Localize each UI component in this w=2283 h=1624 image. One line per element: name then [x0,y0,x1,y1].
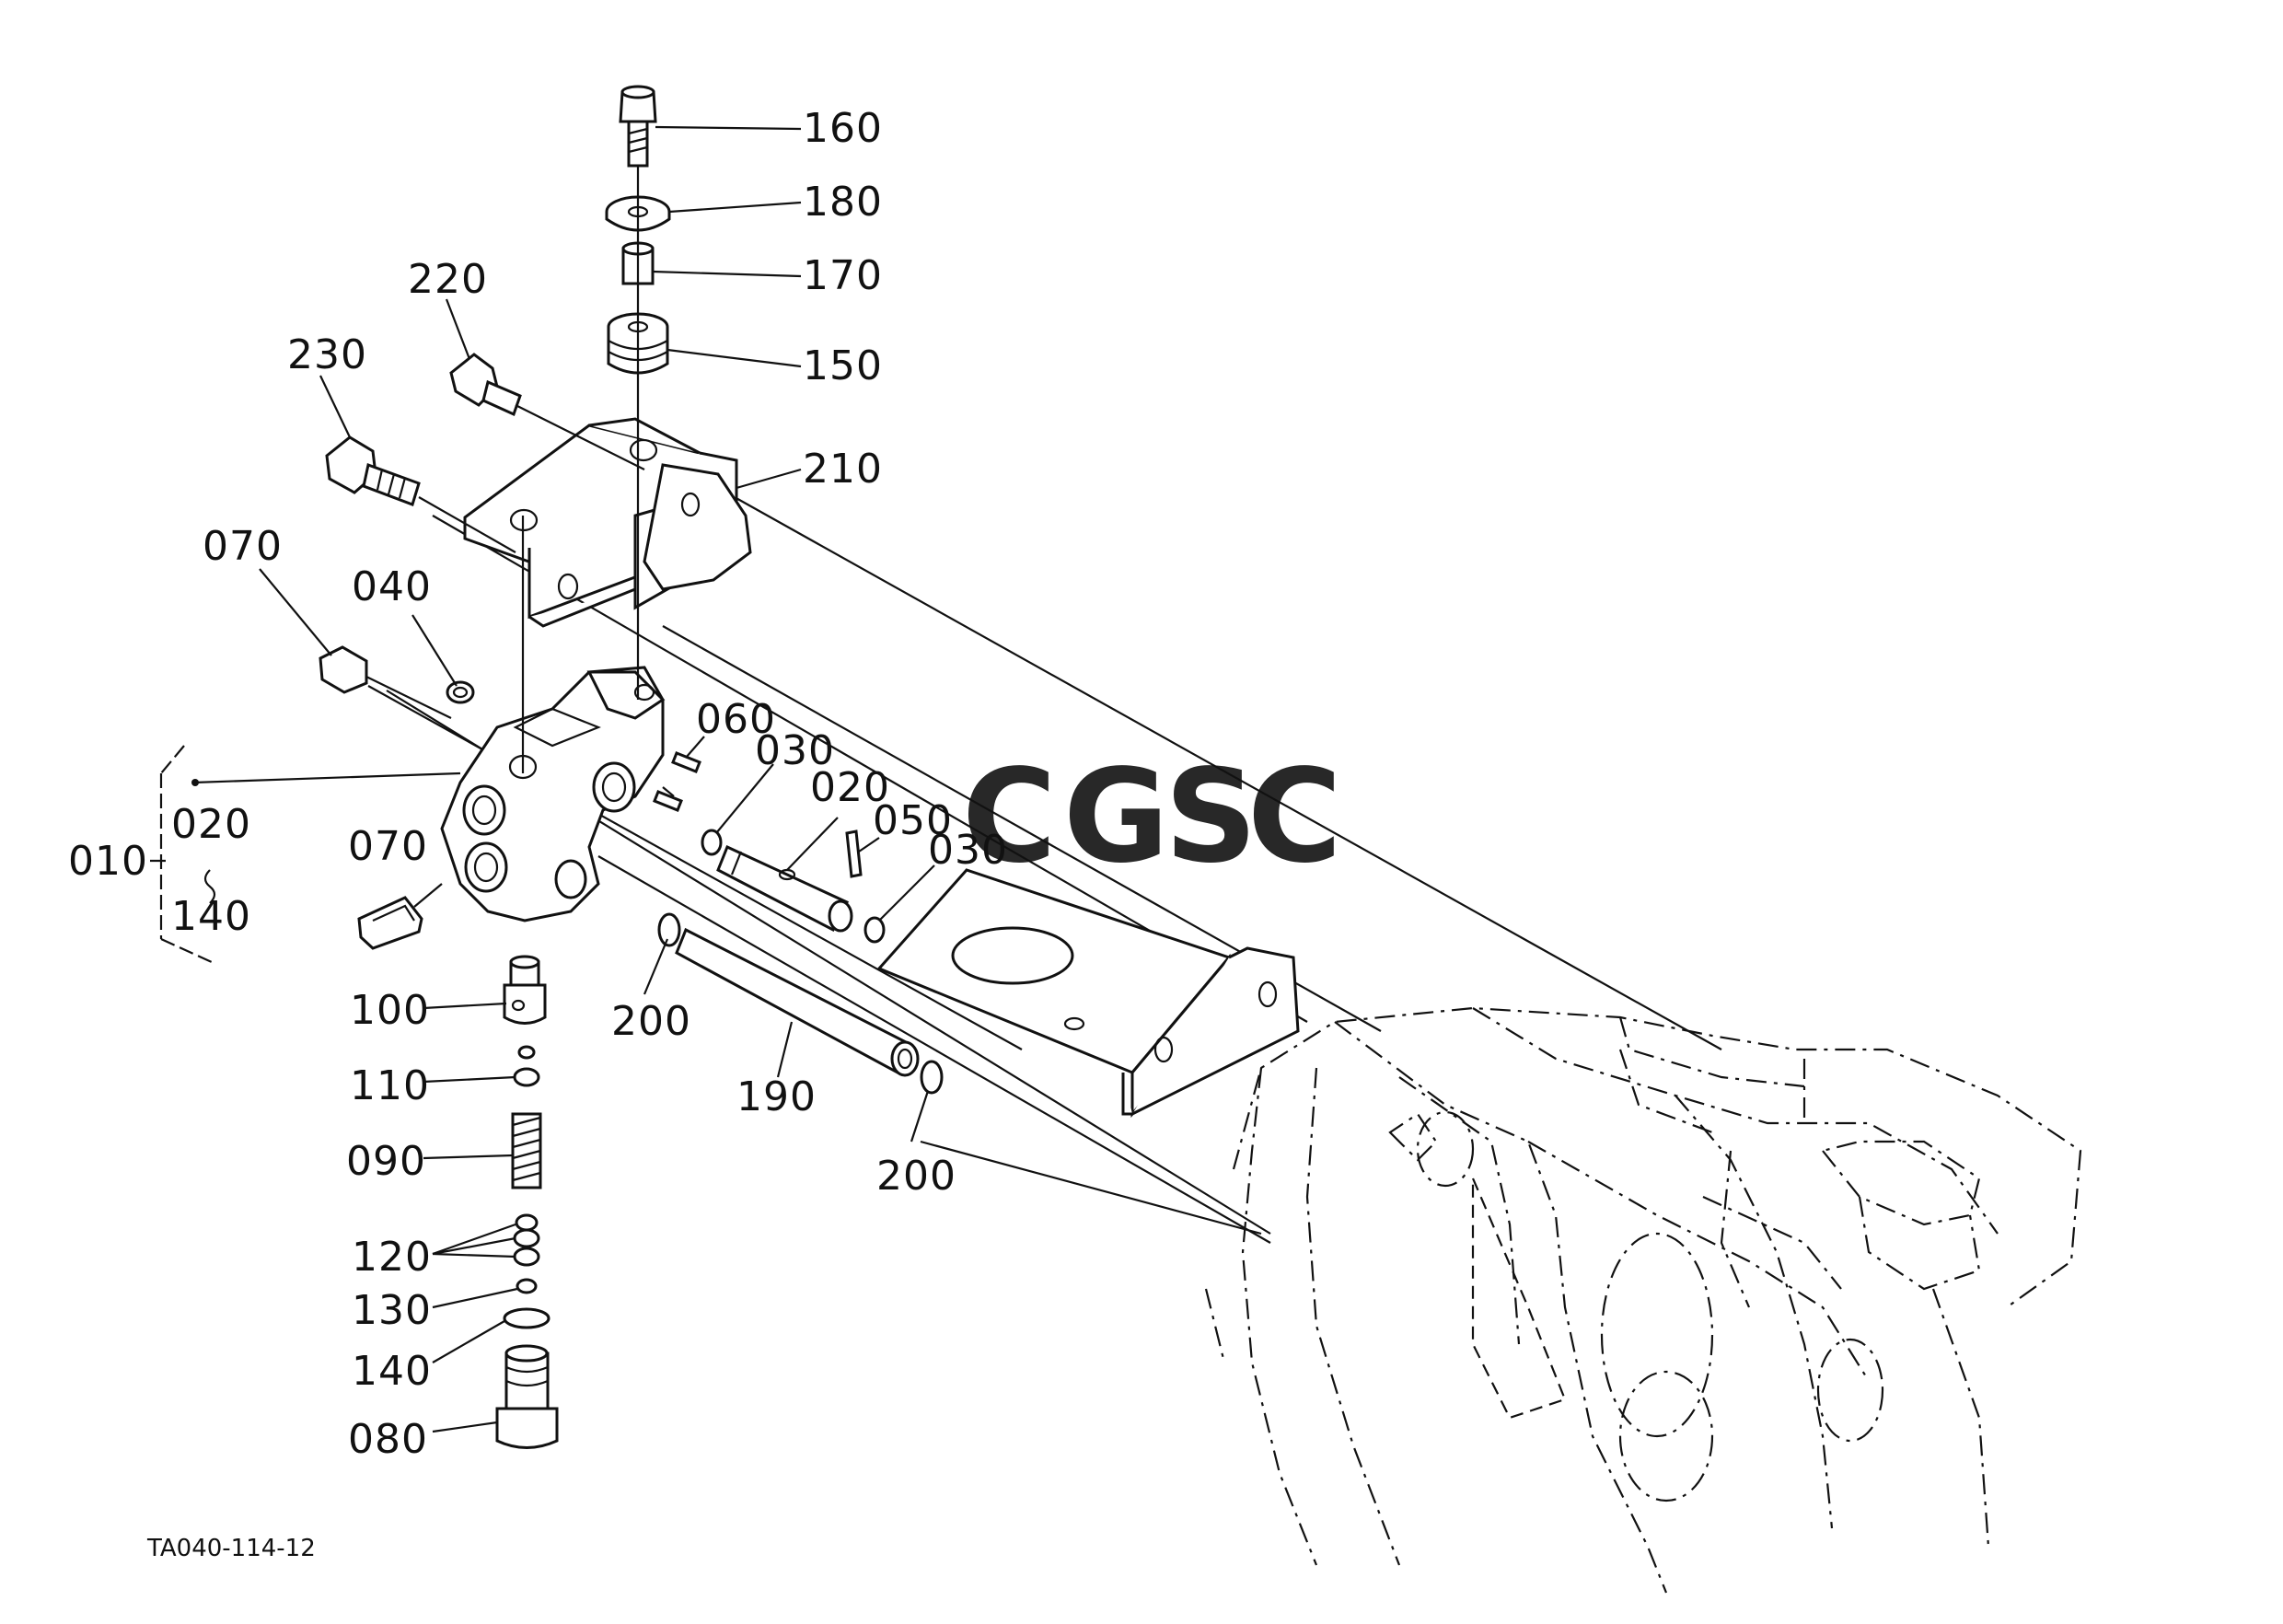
label-020-a: 020 [810,764,890,811]
part-070-plug-lower [357,896,423,950]
label-190: 190 [736,1073,817,1120]
label-070-lower: 070 [348,823,428,870]
label-090: 090 [346,1138,426,1185]
label-140-b: 140 [352,1348,432,1395]
label-220: 220 [408,256,488,303]
label-230: 230 [287,331,367,378]
watermark-logo: C G S C [962,742,1342,892]
part-120-shims [513,1213,540,1267]
part-140-oring [503,1307,550,1329]
label-060: 060 [696,696,776,743]
part-100-seat [503,955,547,1025]
label-030-a: 030 [755,727,835,774]
label-010: 010 [68,838,148,885]
watermark-letter-2: G [1063,742,1169,892]
mounting-plate [876,868,1300,1119]
assembly-bracket-010 [150,745,216,964]
part-230-bolt [325,435,516,553]
part-200-oring-b [920,1060,944,1095]
part-070-plug-upper [319,645,452,719]
watermark-letter-3: S [1165,742,1257,892]
part-080-plug [495,1344,559,1449]
part-040-ring [446,680,475,704]
label-100: 100 [350,987,430,1034]
part-220-bolt [449,353,645,470]
part-130-washer [516,1278,538,1294]
part-020-spool [716,844,853,933]
part-030-oring-a [701,829,723,856]
frame-lines [367,487,1722,1244]
part-labels: 160 180 170 150 220 230 210 070 040 060 … [68,105,1008,1463]
leader-lines [191,125,935,1433]
label-170: 170 [803,252,883,299]
part-160-bolt [619,85,657,168]
label-110: 110 [350,1062,430,1109]
part-060-pins [653,751,701,812]
part-030-oring-b [863,916,886,944]
label-210: 210 [803,446,883,493]
part-050-pin [845,829,863,878]
drawing-code: TA040-114-12 [146,1535,316,1562]
label-080: 080 [348,1416,428,1463]
label-120: 120 [352,1234,432,1281]
part-090-spring [511,1112,542,1189]
label-140-a: 140 [171,893,251,940]
bracket-210 [463,417,752,628]
label-130: 130 [352,1287,432,1334]
label-160: 160 [803,105,883,152]
tractor-chassis-outline [1204,1006,2082,1594]
label-030-b: 030 [928,827,1008,874]
watermark-letter-1: C [962,742,1057,892]
label-070-upper: 070 [203,523,283,570]
label-150: 150 [803,342,883,389]
valve-body [440,666,666,922]
label-200-a: 200 [611,998,691,1045]
label-200-b: 200 [876,1153,956,1200]
part-190-tube [675,927,920,1077]
label-180: 180 [803,179,883,226]
label-040: 040 [352,563,432,610]
watermark-letter-4: C [1247,742,1342,892]
part-110-ball [513,1045,540,1087]
label-050: 050 [873,797,953,844]
label-020-b: 020 [171,801,251,848]
part-200-oring-a [657,912,681,947]
